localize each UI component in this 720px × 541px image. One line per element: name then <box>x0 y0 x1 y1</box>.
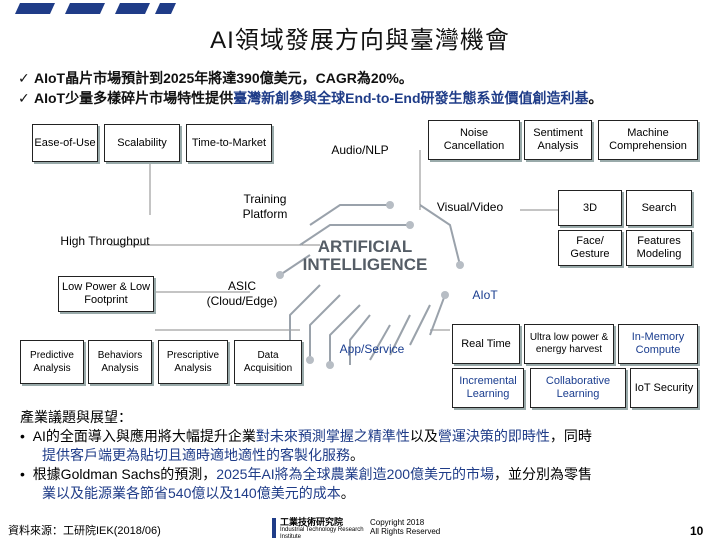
page-number: 10 <box>690 524 704 538</box>
app-service-label: App/Service <box>339 342 405 356</box>
in-memory-compute-box: In-Memory Compute <box>618 324 698 364</box>
industry-bullet-1: • AI的全面導入與應用將大幅提升企業對未來預測掌握之精準性以及營運決策的即時性… <box>20 428 592 444</box>
real-time-box: Real Time <box>452 324 520 364</box>
checkmark-icon: ✓ <box>18 70 30 86</box>
scalability-box: Scalability <box>104 124 180 162</box>
prescriptive-analysis-box: Prescriptive Analysis <box>158 340 228 384</box>
iot-security-box: IoT Security <box>630 368 698 408</box>
features-modeling-box: Features Modeling <box>626 230 692 266</box>
sentiment-analysis-box: Sentiment Analysis <box>524 120 592 160</box>
search-box: Search <box>626 190 692 226</box>
bullet-1: ✓AIoT晶片市場預計到2025年將達390億美元，CAGR為20%。 <box>18 70 413 86</box>
industry-bullet-2: • 根據Goldman Sachs的預測，2025年AI將為全球農業創造200億… <box>20 466 593 482</box>
time-to-market-box: Time-to-Market <box>186 124 272 162</box>
ease-of-use-box: Ease-of-Use <box>32 124 98 162</box>
noise-cancellation-box: Noise Cancellation <box>428 120 520 160</box>
page-title: AI領域發展方向與臺灣機會 <box>210 27 510 54</box>
aiot-label: AIoT <box>472 288 498 302</box>
ai-center-label: ARTIFICIAL INTELLIGENCE <box>302 237 428 274</box>
ai-brain-graphic <box>276 201 464 369</box>
header-stripes <box>15 3 176 14</box>
incremental-learning-box: Incremental Learning <box>452 368 524 408</box>
industry-outlook-panel: 產業議題與展望： • AI的全面導入與應用將大幅提升企業對未來預測掌握之精準性以… <box>20 408 700 518</box>
data-acquisition-box: Data Acquisition <box>234 340 302 384</box>
ultra-low-power-box: Ultra low power & energy harvest <box>524 324 614 364</box>
low-power-box: Low Power & Low Footprint <box>58 276 154 312</box>
itri-logo: 工業技術研究院 Industrial Technology Research I… <box>272 518 368 540</box>
high-throughput-label: High Throughput <box>60 234 150 248</box>
collaborative-learning-box: Collaborative Learning <box>530 368 626 408</box>
industry-bullet-2-cont: 業以及能源業各節省540億以及140億美元的成本。 <box>42 485 355 501</box>
machine-comprehension-box: Machine Comprehension <box>598 120 698 160</box>
training-platform-label: Training Platform <box>242 192 288 221</box>
audio-nlp-label: Audio/NLP <box>331 143 389 157</box>
checkmark-icon: ✓ <box>18 90 30 106</box>
asic-label: ASIC (Cloud/Edge) <box>206 279 278 308</box>
face-gesture-box: Face/ Gesture <box>558 230 622 266</box>
predictive-analysis-box: Predictive Analysis <box>20 340 84 384</box>
behaviors-analysis-box: Behaviors Analysis <box>88 340 152 384</box>
industry-bullet-1-cont: 提供客戶端更為貼切且適時適地適性的客製化服務。 <box>42 447 364 463</box>
bullet-2: ✓AIoT少量多樣碎片市場特性提供臺灣新創參與全球End-to-End研發生態系… <box>18 90 603 106</box>
industry-heading: 產業議題與展望： <box>20 409 132 425</box>
3d-box: 3D <box>558 190 622 226</box>
source-note: 資料來源：工研院IEK(2018/06) <box>8 525 161 537</box>
visual-video-label: Visual/Video <box>436 200 504 214</box>
